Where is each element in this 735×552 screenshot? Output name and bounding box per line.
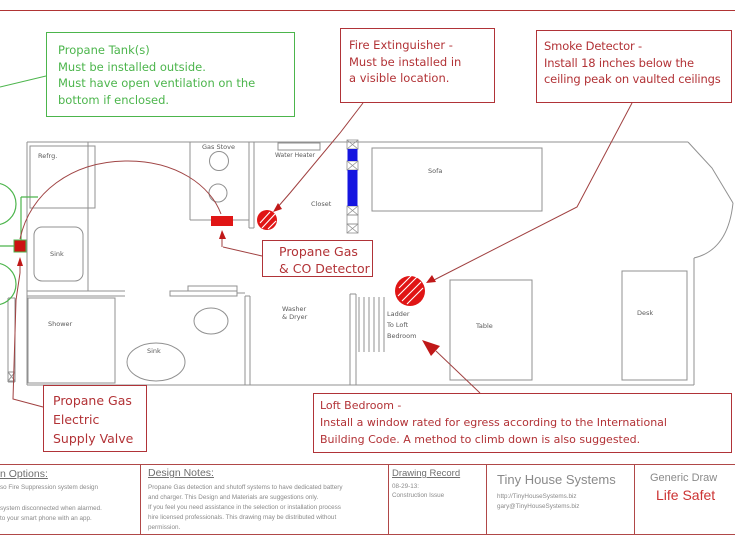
label-sofa: Sofa — [428, 167, 443, 175]
callout-text: Building Code. A method to climb down is… — [320, 433, 641, 446]
fire-extinguisher-marker — [257, 210, 277, 230]
callout-text: & CO Detector — [279, 261, 370, 276]
callout-supply-valve: Propane Gas Electric Supply Valve — [43, 385, 147, 452]
label-ladder-line3: Bedroom — [387, 332, 417, 340]
label-washer-line1: Washer — [282, 305, 307, 313]
callout-loft-bedroom: Loft Bedroom - Install a window rated fo… — [313, 393, 732, 453]
label-ladder-line1: Ladder — [387, 310, 410, 318]
callout-text: Must have open ventilation on the — [58, 76, 256, 90]
options-text: to your smart phone with an app. — [0, 515, 92, 522]
arrow-smoke-detector — [426, 275, 436, 283]
callout-text: Propane Tank(s) — [58, 43, 150, 57]
label-shower: Shower — [48, 320, 73, 328]
shower-outline — [27, 297, 116, 384]
label-ladder: Ladder To Loft Bedroom — [387, 309, 416, 342]
leader-smoke-detector — [433, 102, 633, 281]
arrow-supply-valve — [17, 257, 23, 266]
callout-text: a visible location. — [349, 71, 450, 85]
titleblock-divider — [388, 464, 389, 534]
pocket-door — [187, 285, 238, 292]
refrigerator-outline — [29, 145, 96, 209]
label-kitchen-sink: Sink — [50, 250, 64, 258]
callout-text: Must be installed outside. — [58, 59, 206, 74]
callout-text: Install a window rated for egress accord… — [320, 416, 667, 429]
stove-burner — [208, 183, 228, 203]
leader-loft-bedroom — [435, 350, 481, 394]
titleblock-divider — [486, 464, 487, 534]
bath-sink-outline — [126, 342, 186, 382]
bath-basin-outline — [193, 307, 229, 335]
label-washer-dryer: Washer & Dryer — [282, 305, 307, 321]
design-notes-text: Propane Gas detection and shutoff system… — [148, 484, 343, 491]
label-washer-line2: & Dryer — [282, 313, 308, 321]
callout-fire-extinguisher: Fire Extinguisher - Must be installed in… — [340, 28, 495, 103]
label-desk: Desk — [637, 309, 654, 317]
design-notes-text: If you feel you need assistance in the s… — [148, 504, 341, 511]
callout-text: Loft Bedroom - — [320, 399, 402, 412]
callout-co-detector: Propane Gas & CO Detector — [262, 240, 373, 277]
design-notes-header: Design Notes: — [148, 467, 214, 479]
callout-text: Propane Gas — [53, 393, 132, 408]
options-text: so Fire Suppression system design — [0, 484, 98, 491]
callout-text: Install 18 inches below the — [544, 55, 694, 70]
desk-outline — [621, 270, 688, 381]
drawing-record-header: Drawing Record — [392, 468, 461, 479]
titleblock-border — [0, 534, 735, 535]
callout-text: Fire Extinguisher - — [349, 38, 453, 52]
supply-valve-icon — [13, 239, 27, 253]
callout-text: Must be installed in — [349, 54, 462, 69]
design-notes-text: hire licensed professionals. This drawin… — [148, 514, 337, 521]
drawing-record-date: 08-29-13: — [392, 483, 419, 490]
label-bath-sink: Sink — [147, 347, 161, 355]
callout-propane-tank: Propane Tank(s) Must be installed outsid… — [46, 32, 295, 117]
gas-line — [19, 160, 222, 240]
callout-text: ceiling peak on vaulted ceilings — [544, 72, 721, 86]
options-text: system disconnected when alarmed. — [0, 505, 102, 512]
smoke-detector-marker — [395, 273, 425, 306]
stove-burner — [209, 151, 229, 171]
titleblock-border — [0, 464, 735, 465]
options-header: n Options: — [0, 468, 48, 480]
leader-propane-tank — [0, 75, 47, 88]
table-outline — [449, 279, 533, 381]
label-table: Table — [476, 322, 493, 330]
design-notes-text: permission. — [148, 524, 181, 531]
company-name: Tiny House Systems — [497, 472, 616, 487]
arrow-loft-bedroom — [422, 340, 440, 356]
callout-smoke-detector: Smoke Detector - Install 18 inches below… — [536, 30, 732, 103]
drawing-subtitle: Life Safet — [656, 487, 716, 503]
callout-text: Smoke Detector - — [544, 39, 643, 53]
door-swing-arc — [693, 202, 734, 259]
arrow-fire-extinguisher — [273, 203, 282, 212]
label-refrigerator: Refrg. — [38, 152, 58, 160]
titleblock-divider — [140, 464, 141, 534]
sofa-outline — [371, 147, 543, 212]
leader-fire-extinguisher — [276, 102, 364, 209]
arrowheads — [17, 203, 440, 356]
callout-text: Electric — [53, 412, 100, 427]
co-detector-marker — [211, 216, 233, 226]
pocket-door — [169, 290, 238, 297]
design-notes-text: and charger. This Design and Materials a… — [148, 494, 319, 501]
drawing-record-status: Construction Issue — [392, 492, 445, 499]
callout-text: Propane Gas — [279, 244, 358, 259]
label-water-heater: Water Heater — [275, 152, 316, 159]
kitchen-sink-outline — [33, 226, 84, 282]
water-heater-outline — [277, 142, 321, 151]
company-email: gary@TinyHouseSystems.biz — [497, 503, 580, 510]
label-ladder-line2: To Loft — [387, 321, 409, 329]
drawing-title: Generic Draw — [650, 472, 718, 484]
callout-text: bottom if enclosed. — [58, 92, 170, 107]
arrow-co-detector — [219, 230, 226, 239]
company-url: http://TinyHouseSystems.biz — [497, 493, 577, 500]
leader-co-detector — [221, 238, 263, 257]
entry-door-leaf — [687, 141, 734, 204]
entry-window-icon — [346, 139, 359, 234]
loft-ladder-icon — [358, 297, 385, 352]
label-gas-stove: Gas Stove — [202, 143, 235, 151]
label-closet: Closet — [311, 200, 332, 208]
callout-text: Supply Valve — [53, 431, 134, 446]
titleblock-divider — [634, 464, 635, 534]
